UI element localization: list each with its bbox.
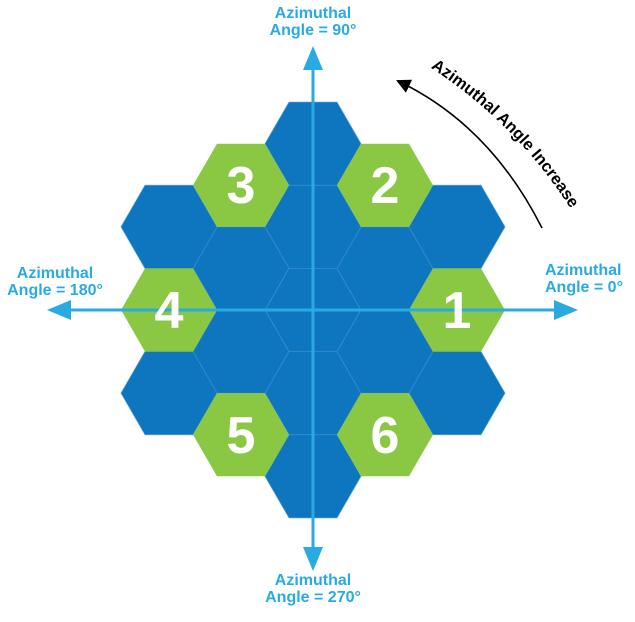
- axis-label-180: Azimuthal Angle = 180°: [7, 265, 103, 299]
- segment-number-4: 4: [155, 282, 184, 340]
- axis-label-180-line2: Angle = 180°: [7, 282, 103, 299]
- green-hex-segment-5: [193, 393, 289, 477]
- axis-arrowhead-top: [303, 46, 323, 70]
- green-hex-segment-6: [337, 393, 433, 477]
- axis-label-270: Azimuthal Angle = 270°: [265, 572, 361, 606]
- axis-label-180-line1: Azimuthal: [16, 265, 94, 282]
- segment-number-3: 3: [227, 157, 256, 215]
- axis-label-90-line2: Angle = 90°: [269, 22, 357, 39]
- axis-arrowhead-left: [47, 300, 71, 320]
- segment-number-5: 5: [227, 407, 256, 465]
- axis-label-90-line1: Azimuthal: [274, 5, 352, 22]
- axis-label-270-line2: Angle = 270°: [265, 589, 361, 606]
- axis-label-0: Azimuthal Angle = 0°: [545, 262, 623, 296]
- axis-arrowhead-right: [554, 300, 578, 320]
- axes: [47, 46, 578, 571]
- green-hex-segment-3: [193, 143, 289, 227]
- axis-label-0-line1: Azimuthal: [545, 262, 622, 279]
- rotation-arrow: [396, 79, 543, 229]
- green-hex-segment-2: [337, 143, 433, 227]
- segment-number-1: 1: [443, 282, 472, 340]
- axis-label-0-line2: Angle = 0°: [545, 279, 623, 296]
- axis-label-270-line1: Azimuthal: [274, 572, 352, 589]
- segment-numbers: 1 2 3 4 5 6: [155, 157, 472, 465]
- axis-arrowhead-bottom: [303, 547, 323, 571]
- segment-number-6: 6: [371, 407, 400, 465]
- axis-label-90: Azimuthal Angle = 90°: [270, 5, 357, 39]
- segment-number-2: 2: [371, 157, 400, 215]
